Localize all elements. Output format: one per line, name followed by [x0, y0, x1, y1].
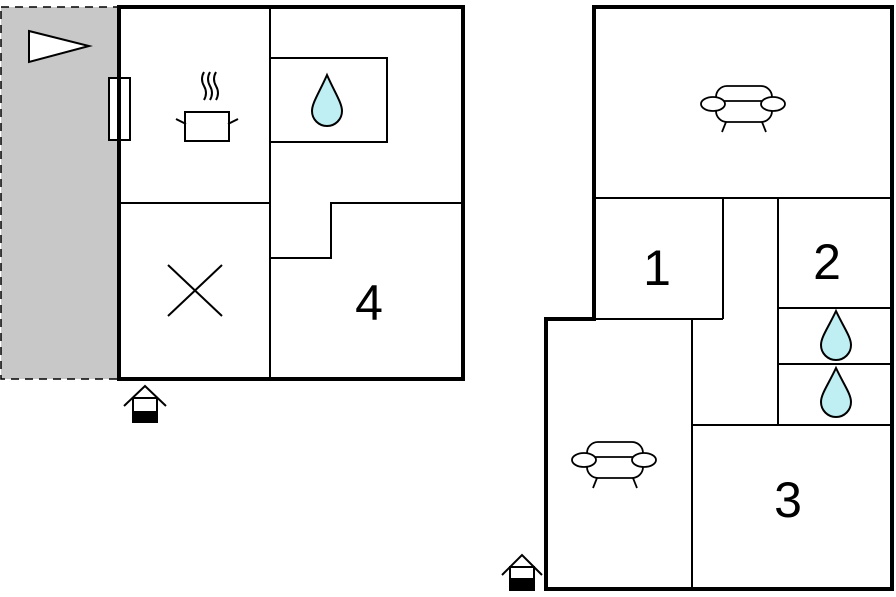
terrace-arrow-icon: [28, 29, 93, 64]
pot-icon: [175, 71, 239, 142]
room-4-number: 4: [355, 275, 383, 331]
wall-step: [270, 202, 463, 259]
water-drop-icon: [310, 72, 344, 127]
right-building: 1 2 3: [501, 5, 894, 591]
terrace: [0, 6, 119, 380]
left-building: 4: [0, 5, 465, 423]
cross-icon: [167, 264, 223, 317]
entrance-icon: [501, 553, 543, 591]
room-2-number: 2: [813, 234, 841, 290]
water-drop-icon: [819, 365, 853, 418]
sofa-icon: [700, 85, 786, 133]
room-1-number: 1: [643, 240, 671, 296]
left-building-outline: [117, 5, 465, 381]
bathroom: [269, 57, 388, 143]
water-drop-icon: [819, 308, 853, 361]
room-3-number: 3: [774, 472, 802, 528]
entrance-icon: [123, 384, 167, 423]
sofa-icon: [571, 441, 657, 489]
